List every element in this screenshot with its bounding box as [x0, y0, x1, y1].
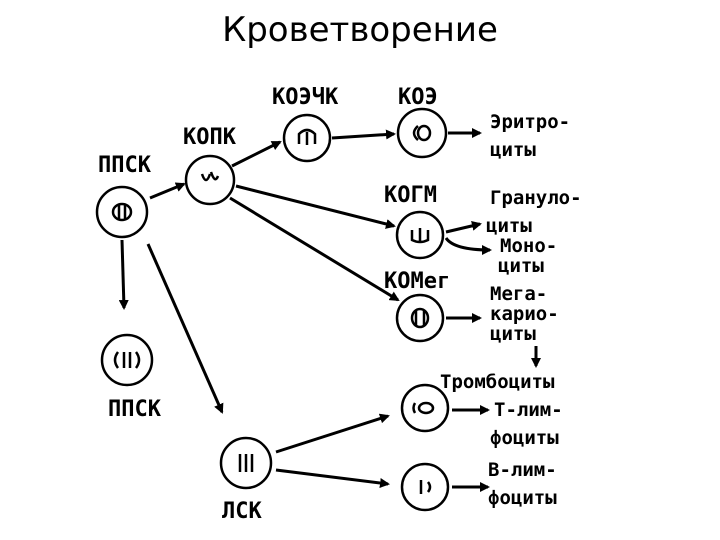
out-mono-2: циты [498, 255, 544, 277]
out-erythro-1: Эритро- [490, 111, 570, 133]
label-kopk: КОПК [183, 125, 237, 150]
out-erythro-2: циты [490, 139, 536, 161]
cell-koechk [282, 113, 332, 163]
cell-lsk [219, 436, 273, 490]
cell-ppsk-top [95, 185, 149, 239]
label-kogm: КОГМ [384, 183, 437, 208]
label-ppsk-top: ППСК [98, 153, 152, 178]
out-granulo-2: циты [486, 215, 532, 237]
cell-kogm [395, 210, 445, 260]
out-mega-3: циты [490, 323, 536, 345]
out-mono-1: Моно- [500, 235, 557, 257]
out-blym-1: В-лим- [488, 459, 557, 481]
out-granulo-1: Грануло- [490, 187, 582, 209]
cell-kopk [184, 154, 236, 206]
page-title: Кроветворение [222, 10, 498, 50]
out-tlym-2: фоциты [490, 427, 559, 449]
out-mega-1: Мега- [490, 283, 547, 305]
out-thrombo: Тромбоциты [440, 371, 555, 393]
label-komeg: КОМег [384, 269, 450, 294]
label-ppsk-bottom: ППСК [108, 397, 162, 422]
cell-t-lymphocyte [400, 383, 450, 433]
out-mega-2: карио- [490, 303, 559, 325]
cell-komeg [395, 293, 445, 343]
cell-b-lymphocyte [400, 462, 450, 512]
arrows [118, 128, 541, 492]
out-tlym-1: Т-лим- [494, 399, 563, 421]
label-koe: КОЭ [398, 85, 438, 110]
cell-koe [396, 107, 448, 159]
label-koechk: КОЭЧК [272, 85, 339, 110]
label-lsk: ЛСК [222, 499, 262, 524]
out-blym-2: фоциты [488, 487, 557, 509]
cell-ppsk-bottom [100, 333, 154, 387]
